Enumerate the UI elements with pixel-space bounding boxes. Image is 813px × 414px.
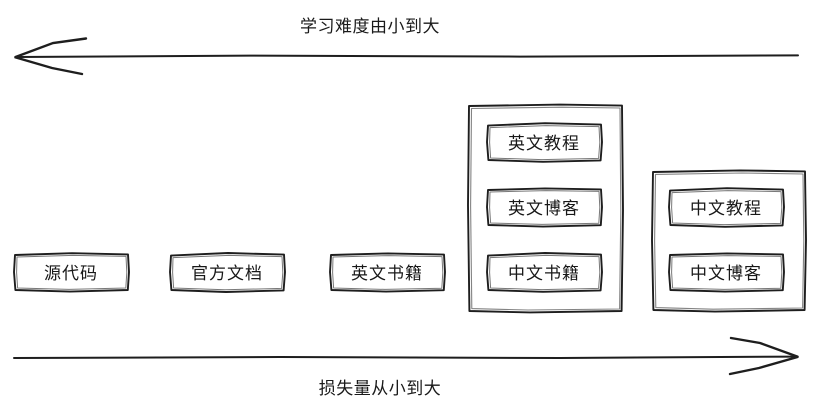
node-chinese-blogs[interactable]: 中文博客	[669, 253, 783, 290]
node-label: 英文博客	[508, 199, 580, 218]
node-chinese-books[interactable]: 中文书籍	[487, 253, 601, 290]
bottom-axis-label: 损失量从小到大	[318, 379, 442, 398]
node-label: 源代码	[44, 264, 98, 283]
node-english-books[interactable]: 英文书籍	[330, 253, 444, 290]
node-label: 英文书籍	[351, 264, 423, 283]
top-axis-label: 学习难度由小到大	[300, 17, 440, 36]
node-label: 英文教程	[508, 134, 580, 153]
node-label: 官方文档	[191, 264, 263, 283]
node-english-tutorials[interactable]: 英文教程	[487, 123, 601, 160]
top-arrow	[14, 37, 799, 76]
node-chinese-tutorials[interactable]: 中文教程	[669, 188, 783, 225]
node-source-code[interactable]: 源代码	[14, 253, 128, 290]
node-label: 中文教程	[690, 199, 762, 218]
node-label: 中文书籍	[508, 264, 580, 283]
bottom-arrow	[13, 336, 799, 376]
node-official-docs[interactable]: 官方文档	[170, 253, 284, 290]
node-label: 中文博客	[690, 264, 762, 283]
node-english-blogs[interactable]: 英文博客	[487, 188, 601, 225]
